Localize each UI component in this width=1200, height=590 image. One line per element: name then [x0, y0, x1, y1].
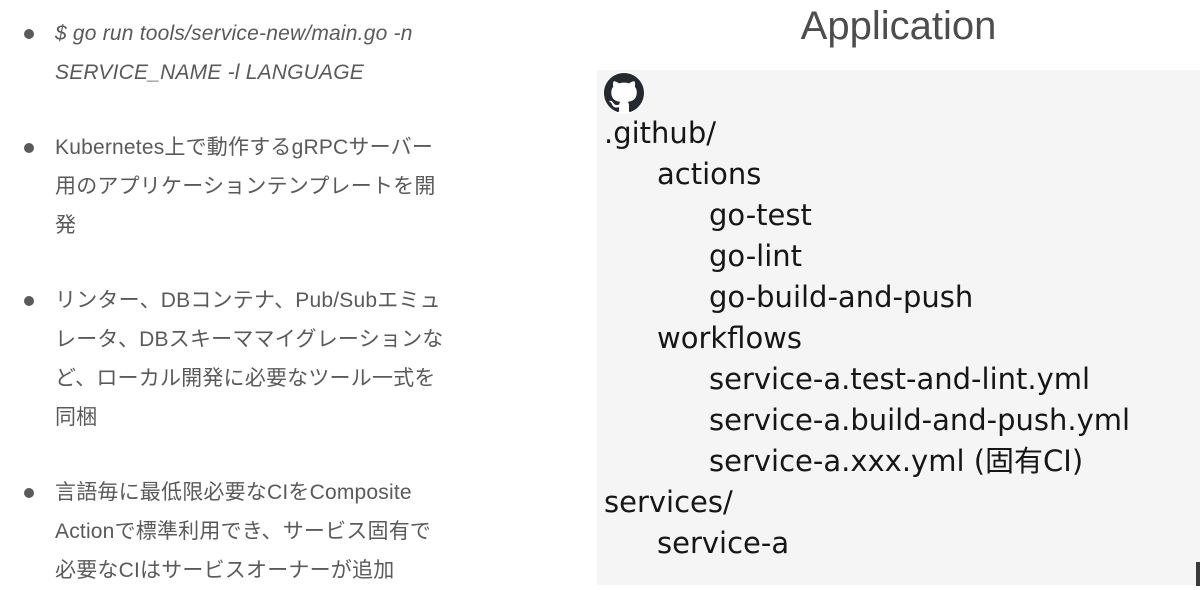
tree-item: service-a.xxx.yml (固有CI)	[709, 444, 1084, 478]
page-title: Application	[800, 4, 997, 48]
tree-item: services/	[604, 485, 733, 519]
tree-item: service-a	[657, 526, 790, 560]
bullet-text: Kubernetes上で動作するgRPCサーバー 用のアプリケーションテンプレー…	[55, 136, 436, 237]
bullet-icon	[24, 29, 34, 39]
bullet-list: $ go run tools/service-new/main.go -n SE…	[0, 14, 575, 590]
tree-item: go-build-and-push	[709, 280, 974, 314]
list-item: リンター、DBコンテナ、Pub/Subエミュ レータ、DBスキーママイグレーショ…	[0, 281, 575, 437]
list-item: $ go run tools/service-new/main.go -n SE…	[0, 14, 575, 92]
tree-item: service-a.test-and-lint.yml	[709, 362, 1091, 396]
bullet-icon	[24, 143, 34, 153]
list-item: 言語毎に最低限必要なCIをComposite Actionで標準利用でき、サービ…	[0, 473, 575, 590]
list-item: Kubernetes上で動作するgRPCサーバー 用のアプリケーションテンプレー…	[0, 128, 575, 245]
github-octocat-icon	[603, 72, 645, 114]
bullet-text: リンター、DBコンテナ、Pub/Subエミュ レータ、DBスキーママイグレーショ…	[55, 289, 444, 429]
tree-item: workflows	[657, 321, 803, 355]
tree-item: service-a.build-and-push.yml	[709, 403, 1131, 437]
bullet-text: 言語毎に最低限必要なCIをComposite Actionで標準利用でき、サービ…	[55, 481, 432, 582]
file-tree: .github/ actions go-test go-lint go-buil…	[597, 113, 1200, 564]
screen-edge-artifact	[1196, 562, 1200, 586]
tree-item: actions	[657, 157, 762, 191]
file-tree-panel: .github/ actions go-test go-lint go-buil…	[597, 70, 1200, 585]
bullet-icon	[24, 488, 34, 498]
bullet-command-text: $ go run tools/service-new/main.go -n SE…	[55, 22, 413, 84]
tree-item: go-test	[709, 198, 812, 232]
tree-item: go-lint	[709, 239, 803, 273]
bullet-icon	[24, 296, 34, 306]
tree-item: .github/	[604, 116, 716, 150]
